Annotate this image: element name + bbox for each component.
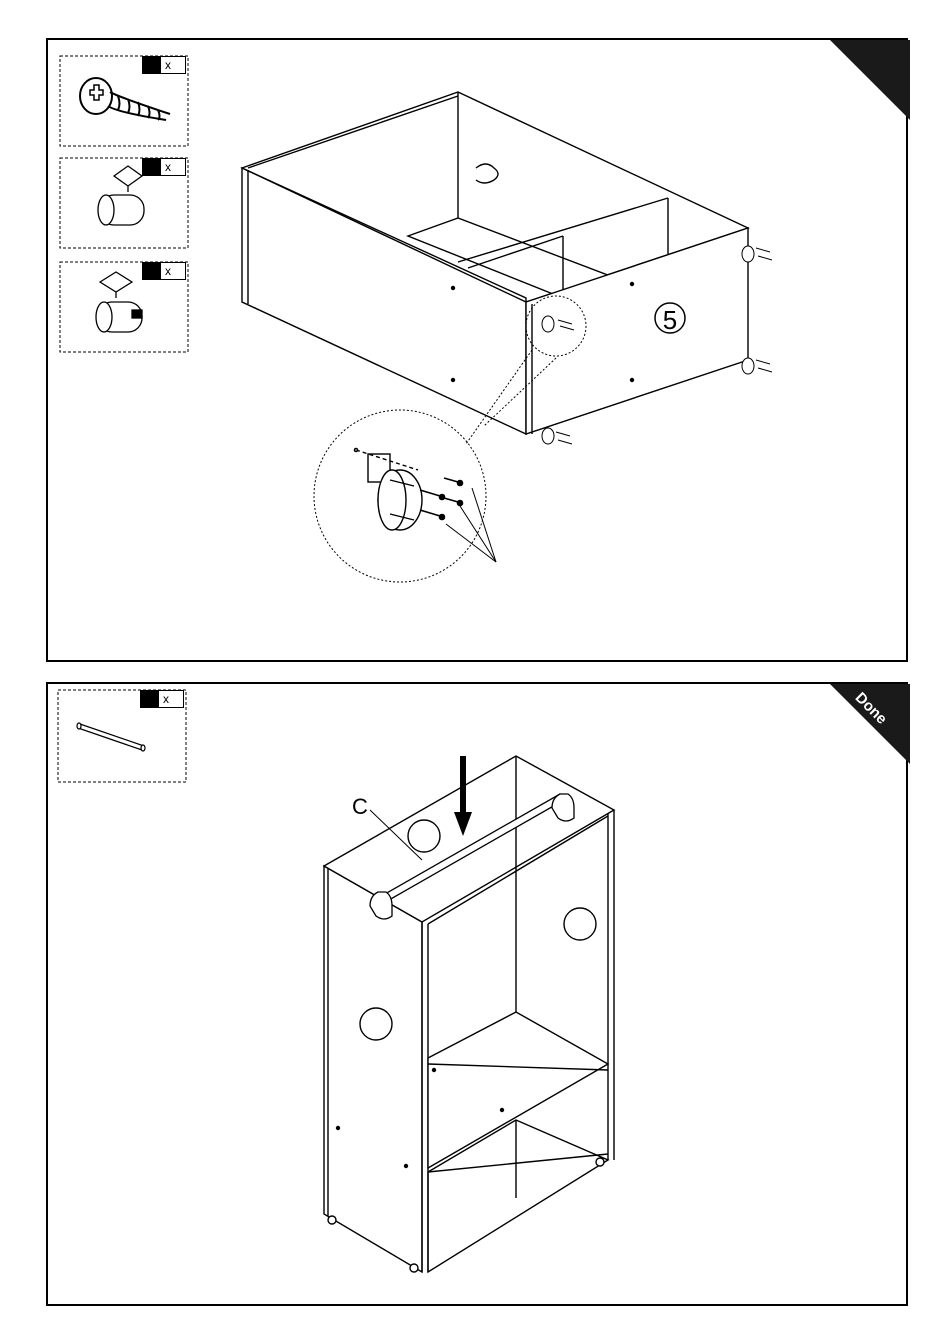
qty-box-rail: x (140, 690, 184, 708)
castor-brake-icon (96, 272, 142, 332)
castor-wheel-icon (98, 166, 144, 225)
part-number-label: 5 (663, 305, 677, 335)
rail-label: C (352, 794, 368, 820)
assembly-step-rail: x C Done (46, 682, 908, 1306)
done-label: Done (839, 682, 903, 741)
step1-corner-triangle (830, 40, 910, 120)
qty-box-screw: x (142, 56, 186, 74)
step2-illustration (48, 684, 910, 1308)
qty-mark: x (165, 159, 171, 175)
screw-icon (80, 78, 170, 120)
qty-mark: x (165, 57, 171, 73)
qty-box-castor-brake: x (142, 262, 186, 280)
rail-icon (77, 723, 145, 751)
qty-box-castor: x (142, 158, 186, 176)
step1-illustration: 5 (48, 40, 910, 664)
wardrobe (324, 756, 614, 1272)
qty-mark: x (165, 263, 171, 279)
cabinet-upside-down (242, 92, 748, 434)
assembly-step-castors: 5 (46, 38, 908, 662)
qty-mark: x (163, 691, 169, 707)
done-corner: Done (830, 682, 908, 760)
